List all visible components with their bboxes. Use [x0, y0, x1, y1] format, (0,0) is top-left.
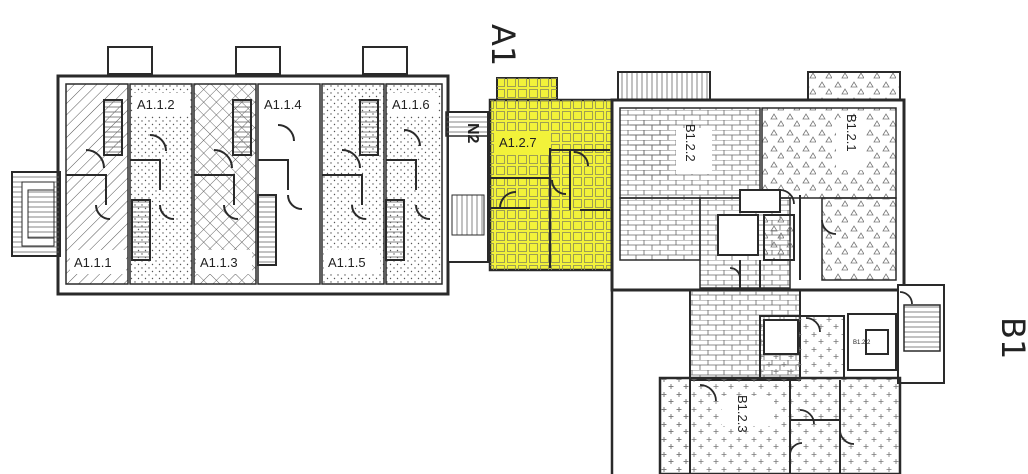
- wing-b1-2: [610, 71, 906, 292]
- label-a1-1-3: A1.1.3: [200, 255, 238, 270]
- label-b1-2-1: B1.2.1: [844, 114, 859, 152]
- unit-b1-2-1-area: [761, 107, 897, 199]
- label-n2-marker: N2: [464, 123, 481, 144]
- label-b1-2-2-small: B1.2.2: [853, 340, 871, 346]
- label-a1-2-7: A1.2.7: [499, 135, 537, 150]
- label-a1-1-2: A1.1.2: [137, 97, 175, 112]
- label-building-a1: A1: [484, 24, 522, 66]
- label-a1-1-4: A1.1.4: [264, 97, 302, 112]
- unit-a1-2-7-highlight: [488, 77, 614, 272]
- wing-b1-lower: [610, 270, 945, 474]
- label-b1-2-2: B1.2.2: [683, 124, 698, 162]
- label-a1-1-5: A1.1.5: [328, 255, 366, 270]
- label-b1-2-3: B1.2.3: [735, 395, 750, 433]
- wing-a1-1: [11, 46, 489, 296]
- label-a1-1-6: A1.1.6: [392, 97, 430, 112]
- label-a1-1-1: A1.1.1: [74, 255, 112, 270]
- unit-b1-2-3-area: [658, 376, 902, 474]
- label-building-b1: B1: [994, 317, 1028, 359]
